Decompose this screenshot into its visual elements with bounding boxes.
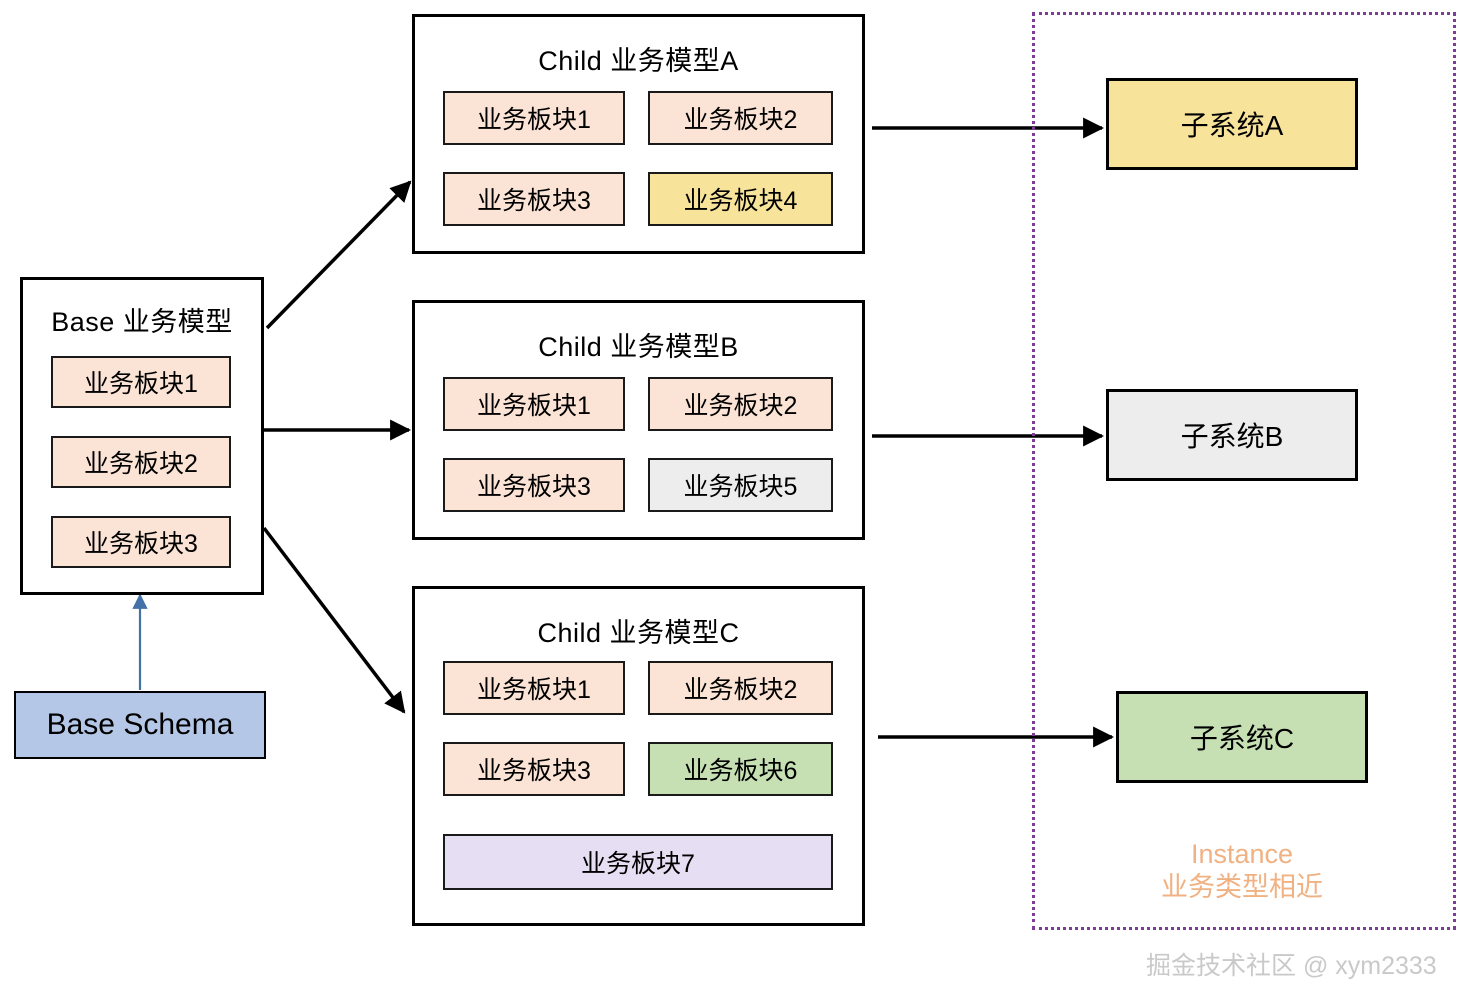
watermark-text: 掘金技术社区 @ xym2333 (1146, 952, 1437, 980)
base-block-1[interactable]: 业务板块1 (51, 356, 231, 408)
base-schema-node[interactable]: Base Schema (14, 691, 266, 759)
child-c-block-2[interactable]: 业务板块2 (648, 661, 833, 715)
child-model-c-title: Child 业务模型C (537, 618, 740, 648)
instance-label-line2: 业务类型相近 (1161, 871, 1323, 902)
subsystem-c-node[interactable]: 子系统C (1116, 691, 1368, 783)
arrow-base-to-child-c (262, 526, 406, 714)
instance-group-boundary (1032, 12, 1456, 930)
instance-label-line1: Instance (1190, 839, 1294, 869)
child-c-block-3[interactable]: 业务板块3 (443, 742, 625, 796)
child-a-block-4[interactable]: 业务板块4 (648, 172, 833, 226)
child-c-block-1[interactable]: 业务板块1 (443, 661, 625, 715)
child-b-block-1[interactable]: 业务板块1 (443, 377, 625, 431)
arrow-base-to-child-a (265, 180, 412, 330)
instance-group-label: Instance 业务类型相近 (1112, 838, 1372, 904)
base-model-title: Base 业务模型 (51, 307, 233, 337)
subsystem-a-node[interactable]: 子系统A (1106, 78, 1358, 170)
subsystem-b-node[interactable]: 子系统B (1106, 389, 1358, 481)
base-model-panel[interactable]: Base 业务模型 业务板块1 业务板块2 业务板块3 (20, 277, 264, 595)
child-model-b-panel[interactable]: Child 业务模型B 业务板块1 业务板块2 业务板块3 业务板块5 (412, 300, 865, 540)
child-a-block-3[interactable]: 业务板块3 (443, 172, 625, 226)
child-model-c-panel[interactable]: Child 业务模型C 业务板块1 业务板块2 业务板块3 业务板块6 业务板块… (412, 586, 865, 926)
child-model-b-title: Child 业务模型B (538, 332, 739, 362)
child-c-block-6[interactable]: 业务板块6 (648, 742, 833, 796)
base-block-3[interactable]: 业务板块3 (51, 516, 231, 568)
child-a-block-2[interactable]: 业务板块2 (648, 91, 833, 145)
child-b-block-3[interactable]: 业务板块3 (443, 458, 625, 512)
base-block-2[interactable]: 业务板块2 (51, 436, 231, 488)
child-b-block-5[interactable]: 业务板块5 (648, 458, 833, 512)
child-model-a-panel[interactable]: Child 业务模型A 业务板块1 业务板块2 业务板块3 业务板块4 (412, 14, 865, 254)
child-c-block-7[interactable]: 业务板块7 (443, 834, 833, 890)
child-a-block-1[interactable]: 业务板块1 (443, 91, 625, 145)
child-b-block-2[interactable]: 业务板块2 (648, 377, 833, 431)
child-model-a-title: Child 业务模型A (538, 46, 739, 76)
